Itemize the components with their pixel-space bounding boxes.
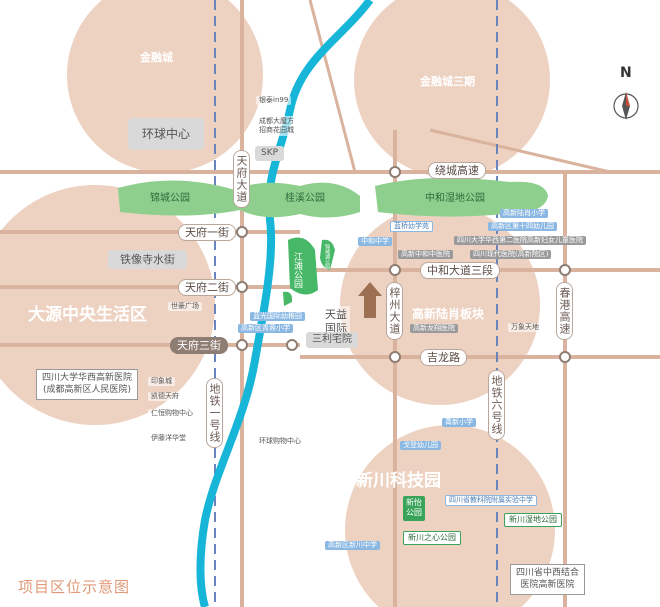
map-caption: 项目区位示意图: [18, 578, 131, 596]
park-jianghu-strip: 锦城湖公园: [324, 244, 330, 269]
huaxi-line1: 四川大学华西高新医院: [42, 373, 133, 383]
poi-gaoxin-modern: 四川现代医院(高新院区): [470, 250, 552, 259]
poi-jingxin: 菁新小学: [442, 418, 476, 427]
cdu-line1: 成都大魔方: [259, 117, 294, 125]
poi-skp: SKP: [255, 146, 285, 161]
zone-circle-jinrongcheng: [67, 0, 263, 173]
road-metro6: 地铁六号线: [488, 370, 505, 440]
road-tianfu2: 天府二街: [178, 279, 236, 296]
zone-label-jinrongcheng3: 金融城三期: [420, 75, 475, 88]
poi-shijie: 世豪广场: [168, 302, 202, 311]
road-zizhou: 梓州大道: [386, 282, 403, 340]
poi-jiayuan: 环球购物中心: [256, 437, 304, 446]
compass-icon: [613, 92, 639, 120]
park-small-shape: [283, 291, 293, 306]
zone-label-xinchuan: 新川科技园: [356, 471, 441, 491]
poi-kindergarten: 蓝光国际幼稚园: [250, 312, 305, 321]
poi-zhonghe-middle: 中和中学: [358, 237, 392, 246]
poi-huaxi-hospital: 四川大学华西高新医院 (成都高新区人民医院): [36, 369, 139, 401]
poi-d: 伊藤洋华堂: [148, 434, 189, 443]
compass-label: N: [620, 65, 632, 81]
tianyi-line1: 天益: [325, 308, 347, 321]
poi-gaoxin-qingsong: 高新区青蓉小学: [238, 324, 293, 333]
road-zhonghe3: 中和大道三段: [420, 262, 500, 279]
intersection-markers: [236, 166, 571, 363]
road-tianfu3: 天府三街: [170, 337, 228, 354]
huaxi-line2: (成都高新区人民医院): [42, 384, 132, 395]
poi-gaoxin-longhua: 高新龙翔医院: [410, 324, 458, 333]
poi-lanqiao: 蓝桥幼学苑: [390, 221, 433, 232]
road-tianfu-avenue: 天府大道: [233, 150, 250, 208]
park-xinyi: 新怡 公园: [403, 496, 425, 521]
landmark-huanqiu: 环球中心: [128, 118, 205, 150]
park-guixi: 桂溪公园: [285, 193, 325, 204]
park-xinchuan-heart: 新川之心公园: [403, 531, 461, 545]
poi-gaoxin-sch2: 高新区第十四幼儿园: [488, 222, 557, 231]
roads-diagonal: [308, 0, 611, 174]
river: [196, 0, 374, 607]
poi-wanxiang: 万象天地: [508, 323, 542, 332]
poi-gaoxin-primary: 高新陆肖小学: [500, 209, 548, 218]
road-tianfu1: 天府一街: [178, 224, 236, 241]
landmark-sanli: 三利宅院: [306, 332, 358, 348]
park-zhonghe-band: [375, 177, 548, 217]
poi-a: 印象城: [148, 377, 175, 386]
poi-wenxiang: 戈登幼儿园: [400, 441, 441, 450]
poi-huaxi2: 四川大学华西第二医院高新妇女儿童医院: [454, 236, 586, 245]
zone-circle-dayuan: [0, 185, 215, 425]
xinyi-line2: 公园: [406, 508, 422, 518]
zone-circle-jinrongcheng3: [354, 0, 550, 178]
landmark-tiexiang: 铁像寺水街: [108, 250, 187, 269]
zone-label-jinrongcheng: 金融城: [140, 51, 173, 64]
park-jianghu-shape: [288, 237, 318, 295]
zone-label-dayuan: 大源中央生活区: [28, 305, 147, 325]
road-jilong: 吉龙路: [420, 349, 467, 366]
poi-hosp2: 四川省中西结合 医院高新医院: [510, 564, 586, 596]
park-zhonghe-wetland: 中和湿地公园: [425, 193, 485, 204]
poi-gaoxin-zhonghe: 高新中和中医院: [398, 250, 453, 259]
landmark-tianyi: 天益 国际: [322, 306, 350, 339]
road-metro1: 地铁一号线: [206, 378, 223, 448]
poi-c: 仁恒购物中心: [148, 409, 196, 418]
zone-label-gaoxin: 高新陆肖板块: [412, 307, 485, 321]
park-xinchuan: 新川湿地公园: [504, 513, 562, 527]
poi-cdu: 成都大魔方 招商花园城: [256, 116, 297, 137]
hosp2-line1: 四川省中西结合: [516, 568, 580, 578]
cdu-line2: 招商花园城: [259, 126, 294, 135]
poi-sichuan-exp: 四川省教科院附属实验中学: [445, 495, 537, 506]
xinyi-line1: 新怡: [406, 498, 422, 507]
poi-yinji: 银泰in99: [256, 96, 292, 105]
poi-small-blue: 高新区新川中学: [325, 541, 380, 550]
zone-circle-xinchuan: [345, 425, 555, 607]
park-strip-shape: [320, 239, 335, 270]
poi-b: 凯德天府: [148, 392, 182, 401]
road-huodao: 春港高速: [556, 282, 573, 340]
road-jiaocheng: 绕城高速: [428, 162, 486, 179]
park-jianghu: 江滩公园: [292, 252, 302, 288]
hosp2-line2: 医院高新医院: [520, 579, 575, 590]
park-jincheng: 锦城公园: [150, 193, 190, 204]
project-marker-shape: [358, 282, 382, 318]
